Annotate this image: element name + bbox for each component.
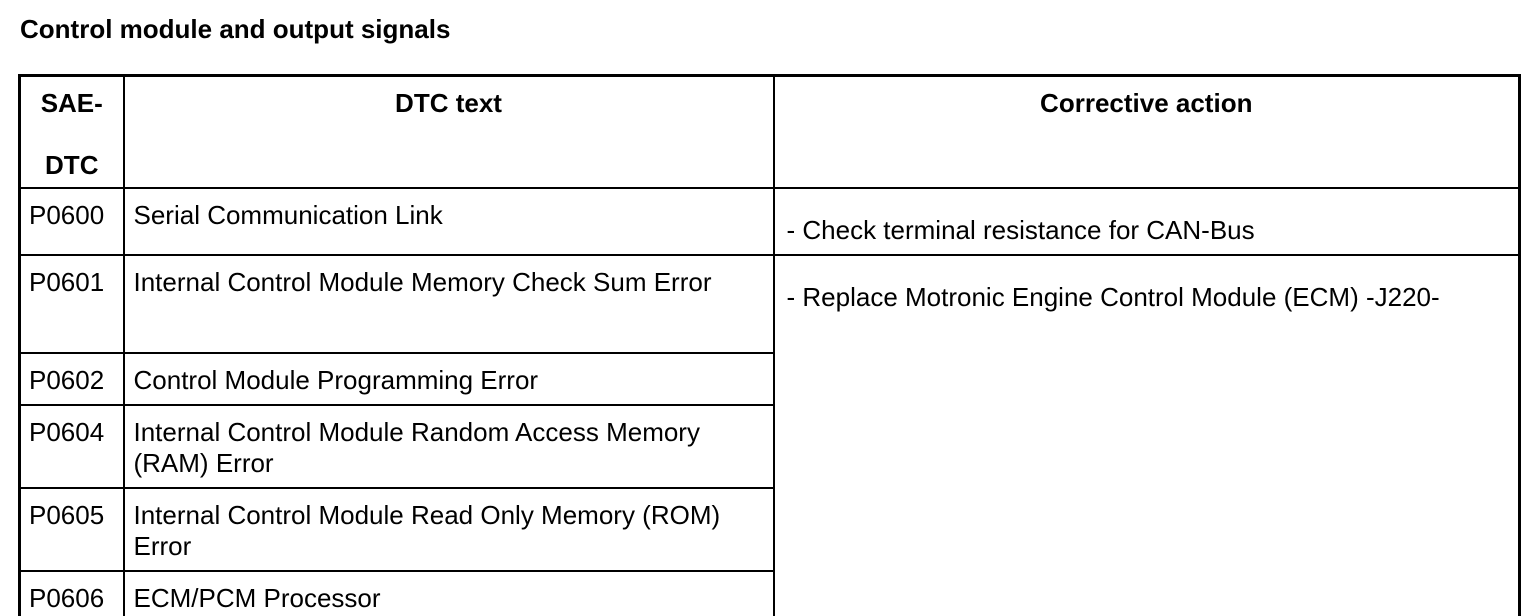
header-row: SAE- DTC DTC text Corrective action: [18, 74, 1521, 189]
column-header-corrective-action: Corrective action: [772, 74, 1521, 189]
dtc-code: P0606: [18, 570, 125, 616]
table-row-p0605: P0605 Internal Control Module Read Only …: [18, 487, 1520, 572]
dtc-text: Serial Communication Link: [122, 187, 775, 256]
table-header: SAE- DTC DTC text Corrective action: [18, 74, 1521, 189]
table-body: P0600 Serial Communication Link - Check …: [18, 187, 1521, 616]
dtc-text: Internal Control Module Random Access Me…: [122, 404, 775, 489]
dtc-text: Control Module Programming Error: [122, 352, 775, 406]
dtc-text: Internal Control Module Memory Check Sum…: [122, 254, 775, 354]
dtc-text: ECM/PCM Processor: [122, 570, 775, 616]
corrective-action-merged: - Replace Motronic Engine Control Module…: [772, 254, 1521, 616]
table-row-p0604: P0604 Internal Control Module Random Acc…: [18, 404, 1520, 489]
table-row-p0601: P0601 Internal Control Module Memory Che…: [18, 254, 1521, 616]
dtc-table: SAE- DTC DTC text Corrective action P060…: [18, 74, 1521, 616]
dtc-text: Internal Control Module Read Only Memory…: [122, 487, 775, 572]
table-row-p0606: P0606 ECM/PCM Processor: [18, 570, 1520, 616]
column-header-dtc-text: DTC text: [122, 74, 775, 189]
dtc-code: P0605: [18, 487, 125, 572]
dtc-code: P0601: [18, 254, 125, 354]
dtc-code: P0602: [18, 352, 125, 406]
table-row-p0602: P0602 Control Module Programming Error: [18, 352, 1520, 406]
header-sae-line: SAE-: [40, 88, 103, 118]
header-dtc-line: DTC: [45, 150, 99, 180]
corrective-action: - Check terminal resistance for CAN-Bus: [772, 187, 1521, 256]
dtc-code: P0600: [18, 187, 125, 256]
column-header-sae-dtc: SAE- DTC: [18, 74, 125, 189]
page-title: Control module and output signals: [20, 14, 451, 44]
table-row-p0600: P0600 Serial Communication Link - Check …: [18, 187, 1521, 256]
dtc-code: P0604: [18, 404, 125, 489]
